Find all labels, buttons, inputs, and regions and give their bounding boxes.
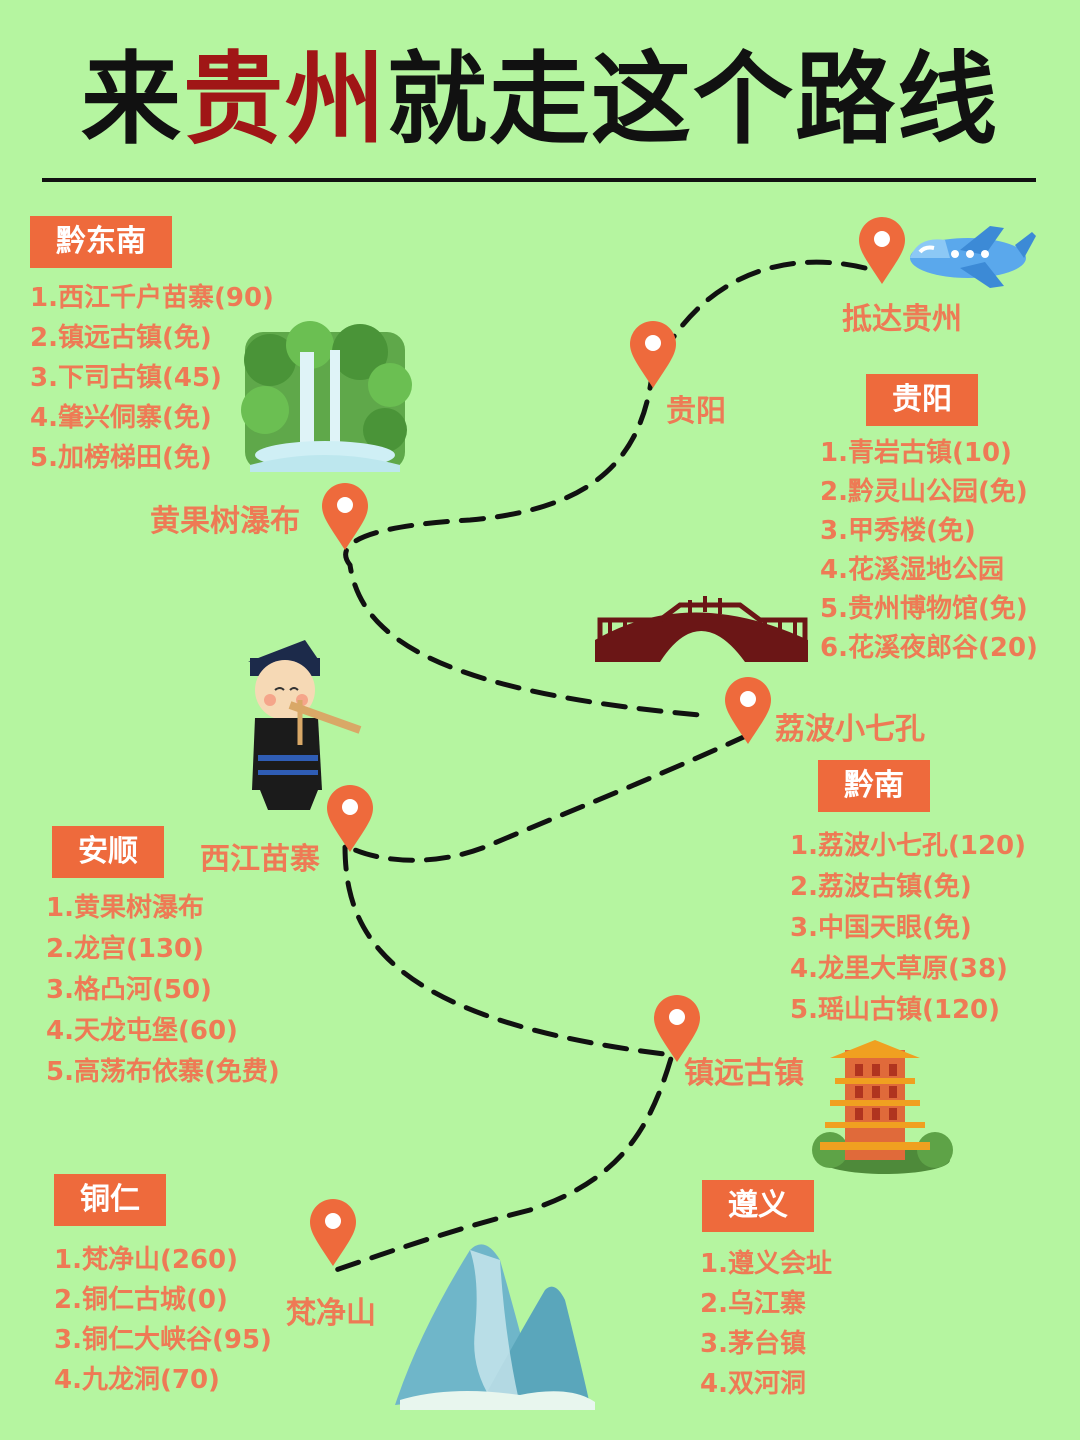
list-item: 5.加榜梯田(免) bbox=[30, 443, 212, 473]
region-qiannan-label: 黔南 bbox=[818, 760, 930, 812]
pavilion-icon bbox=[812, 1040, 953, 1174]
list-item: 4.龙里大草原(38) bbox=[790, 954, 1008, 984]
region-zunyi: 遵义 1.遵义会址 2.乌江寨 3.茅台镇 4.双河洞 bbox=[700, 1180, 832, 1404]
title-part-1: 来 bbox=[81, 41, 183, 158]
region-anshun: 安顺 1.黄果树瀑布 2.龙宫(130) 3.格凸河(50) 4.天龙屯堡(60… bbox=[46, 826, 280, 1093]
region-guiyang: 贵阳 1.青岩古镇(10) 2.黔灵山公园(免) 3.甲秀楼(免) 4.花溪湿地… bbox=[820, 374, 1038, 668]
region-tongren-label: 铜仁 bbox=[54, 1174, 166, 1226]
mountain-icon bbox=[395, 1244, 595, 1410]
list-item: 4.花溪湿地公园 bbox=[820, 555, 1004, 585]
pin-huangguoshu-icon bbox=[322, 483, 368, 550]
region-zunyi-label: 遵义 bbox=[702, 1180, 814, 1232]
list-item: 3.甲秀楼(免) bbox=[820, 516, 976, 546]
title-divider bbox=[42, 178, 1036, 182]
list-item: 5.瑶山古镇(120) bbox=[790, 995, 1001, 1025]
list-item: 1.西江千户苗寨(90) bbox=[30, 283, 274, 313]
region-anshun-label: 安顺 bbox=[52, 826, 164, 878]
pin-guiyang-icon bbox=[630, 321, 676, 388]
list-item: 3.下司古镇(45) bbox=[30, 363, 222, 393]
region-qiandongnan-label: 黔东南 bbox=[30, 216, 172, 268]
miao-person-icon bbox=[248, 640, 362, 810]
pin-xijiang-icon bbox=[327, 785, 373, 852]
bridge-icon bbox=[595, 596, 808, 662]
region-tongren-list: 1.梵净山(260) 2.铜仁古城(0) 3.铜仁大峡谷(95) 4.九龙洞(7… bbox=[54, 1240, 272, 1400]
list-item: 4.肇兴侗寨(免) bbox=[30, 403, 212, 433]
stop-label-libo: 荔波小七孔 bbox=[775, 712, 925, 747]
list-item: 3.茅台镇 bbox=[700, 1329, 806, 1359]
list-item: 4.天龙屯堡(60) bbox=[46, 1016, 238, 1046]
pin-fanjingshan-icon bbox=[310, 1199, 356, 1266]
list-item: 1.黄果树瀑布 bbox=[46, 893, 204, 923]
region-guiyang-label: 贵阳 bbox=[866, 374, 978, 426]
list-item: 2.铜仁古城(0) bbox=[54, 1285, 228, 1315]
region-zunyi-list: 1.遵义会址 2.乌江寨 3.茅台镇 4.双河洞 bbox=[700, 1244, 832, 1404]
list-item: 5.高荡布依寨(免费) bbox=[46, 1057, 280, 1087]
list-item: 2.荔波古镇(免) bbox=[790, 872, 972, 902]
list-item: 1.梵净山(260) bbox=[54, 1245, 239, 1275]
region-qiandongnan: 黔东南 1.西江千户苗寨(90) 2.镇远古镇(免) 3.下司古镇(45) 4.… bbox=[30, 216, 274, 478]
title-highlight: 贵州 bbox=[183, 41, 387, 158]
list-item: 6.花溪夜郎谷(20) bbox=[820, 633, 1038, 663]
pin-arrive-icon bbox=[859, 217, 905, 284]
pin-zhenyuan-icon bbox=[654, 995, 700, 1062]
list-item: 1.遵义会址 bbox=[700, 1249, 832, 1279]
region-qiandongnan-list: 1.西江千户苗寨(90) 2.镇远古镇(免) 3.下司古镇(45) 4.肇兴侗寨… bbox=[30, 278, 274, 478]
list-item: 5.贵州博物馆(免) bbox=[820, 594, 1028, 624]
page-title: 来贵州就走这个路线 bbox=[0, 40, 1080, 160]
list-item: 2.黔灵山公园(免) bbox=[820, 477, 1028, 507]
stop-label-zhenyuan: 镇远古镇 bbox=[684, 1056, 804, 1091]
region-guiyang-list: 1.青岩古镇(10) 2.黔灵山公园(免) 3.甲秀楼(免) 4.花溪湿地公园 … bbox=[820, 434, 1038, 668]
list-item: 2.乌江寨 bbox=[700, 1289, 806, 1319]
region-qiannan-list: 1.荔波小七孔(120) 2.荔波古镇(免) 3.中国天眼(免) 4.龙里大草原… bbox=[790, 826, 1026, 1031]
route-path bbox=[327, 259, 868, 1275]
list-item: 3.格凸河(50) bbox=[46, 975, 212, 1005]
title-part-3: 就走这个路线 bbox=[387, 41, 999, 158]
airplane-icon bbox=[910, 226, 1036, 288]
pin-libo-icon bbox=[725, 677, 771, 744]
list-item: 2.龙宫(130) bbox=[46, 934, 205, 964]
stop-label-guiyang: 贵阳 bbox=[666, 394, 726, 429]
stop-label-huangguoshu: 黄果树瀑布 bbox=[150, 504, 300, 539]
region-qiannan: 黔南 1.荔波小七孔(120) 2.荔波古镇(免) 3.中国天眼(免) 4.龙里… bbox=[790, 760, 1026, 1031]
list-item: 3.中国天眼(免) bbox=[790, 913, 972, 943]
list-item: 1.青岩古镇(10) bbox=[820, 438, 1012, 468]
list-item: 3.铜仁大峡谷(95) bbox=[54, 1325, 272, 1355]
region-anshun-list: 1.黄果树瀑布 2.龙宫(130) 3.格凸河(50) 4.天龙屯堡(60) 5… bbox=[46, 888, 280, 1093]
stop-label-xijiang: 西江苗寨 bbox=[200, 842, 320, 877]
list-item: 2.镇远古镇(免) bbox=[30, 323, 212, 353]
list-item: 4.双河洞 bbox=[700, 1369, 806, 1399]
list-item: 4.九龙洞(70) bbox=[54, 1365, 220, 1395]
stop-label-arrive: 抵达贵州 bbox=[842, 302, 962, 337]
region-tongren: 铜仁 1.梵净山(260) 2.铜仁古城(0) 3.铜仁大峡谷(95) 4.九龙… bbox=[54, 1174, 272, 1400]
list-item: 1.荔波小七孔(120) bbox=[790, 831, 1027, 861]
waterfall-icon bbox=[241, 321, 412, 472]
stop-label-fanjingshan: 梵净山 bbox=[286, 1296, 376, 1331]
